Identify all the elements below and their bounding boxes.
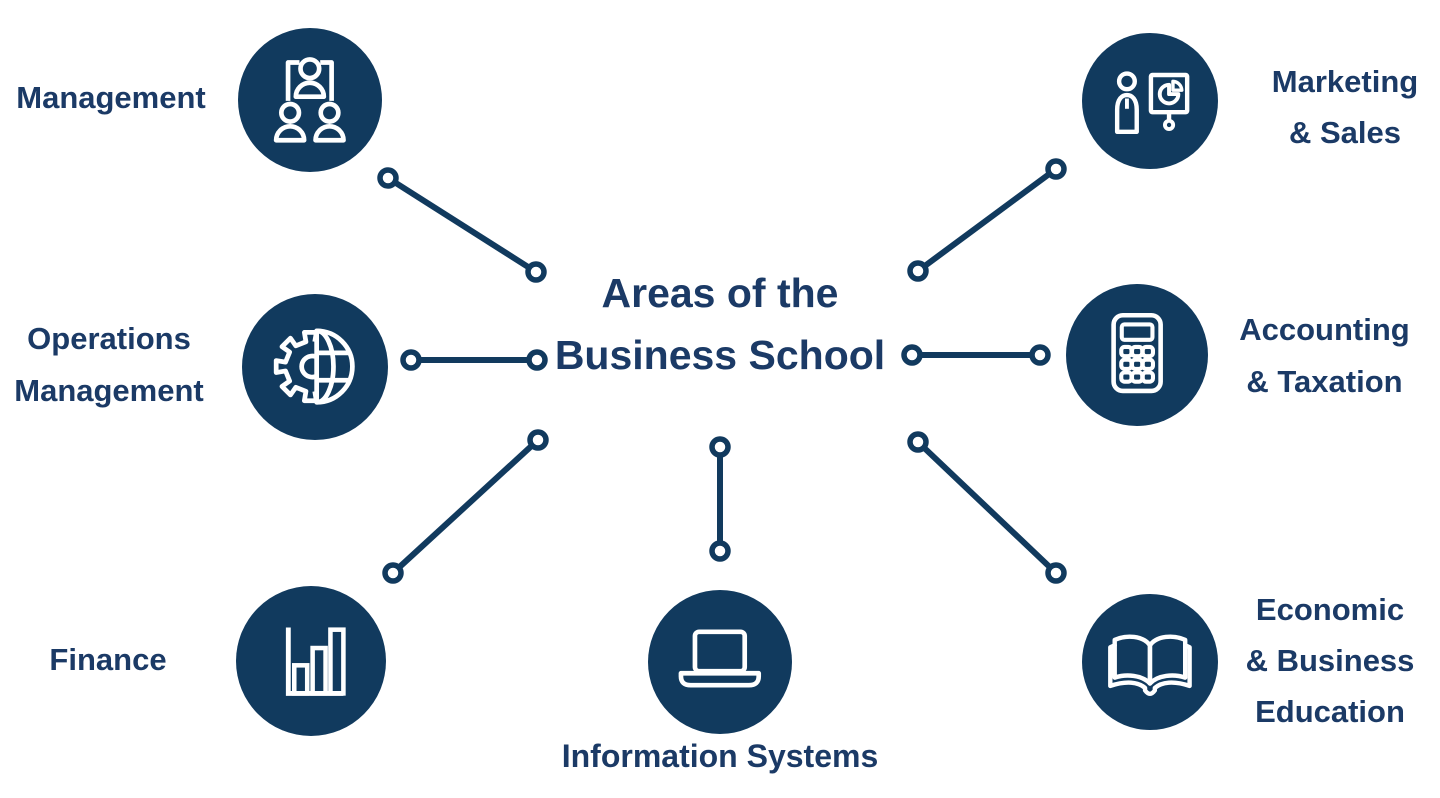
node-marketing-sales	[1082, 33, 1218, 169]
node-finance	[236, 586, 386, 736]
economic-business-education-label: Economic & Business Education	[1245, 592, 1415, 729]
presentation-pie-icon	[1114, 71, 1190, 135]
finance-label: Finance	[49, 642, 167, 677]
information-systems-label: Information Systems	[561, 738, 879, 774]
connector-finance	[382, 429, 549, 584]
node-economic-business-education	[1082, 594, 1218, 730]
laptop-icon	[678, 629, 762, 688]
calculator-icon	[1111, 312, 1163, 394]
marketing-sales-label: Marketing & Sales	[1271, 64, 1419, 150]
node-management	[238, 28, 382, 172]
gear-globe-icon	[274, 328, 356, 406]
connector-economic	[907, 431, 1067, 584]
diagram-title: Areas of the Business School	[554, 270, 886, 378]
management-label: Management	[16, 80, 206, 115]
accounting-taxation-label: Accounting & Taxation	[1239, 312, 1410, 399]
connector-accounting	[901, 344, 1051, 366]
operations-management-label: Operations Management	[14, 321, 204, 408]
node-operations-management	[242, 294, 388, 440]
node-accounting-taxation	[1066, 284, 1208, 426]
bar-chart-icon	[285, 627, 346, 696]
node-information-systems	[648, 590, 792, 734]
open-book-icon	[1108, 634, 1192, 696]
org-chart-icon	[273, 57, 347, 143]
connector-marketing	[907, 158, 1067, 282]
connector-information-systems	[709, 436, 731, 562]
